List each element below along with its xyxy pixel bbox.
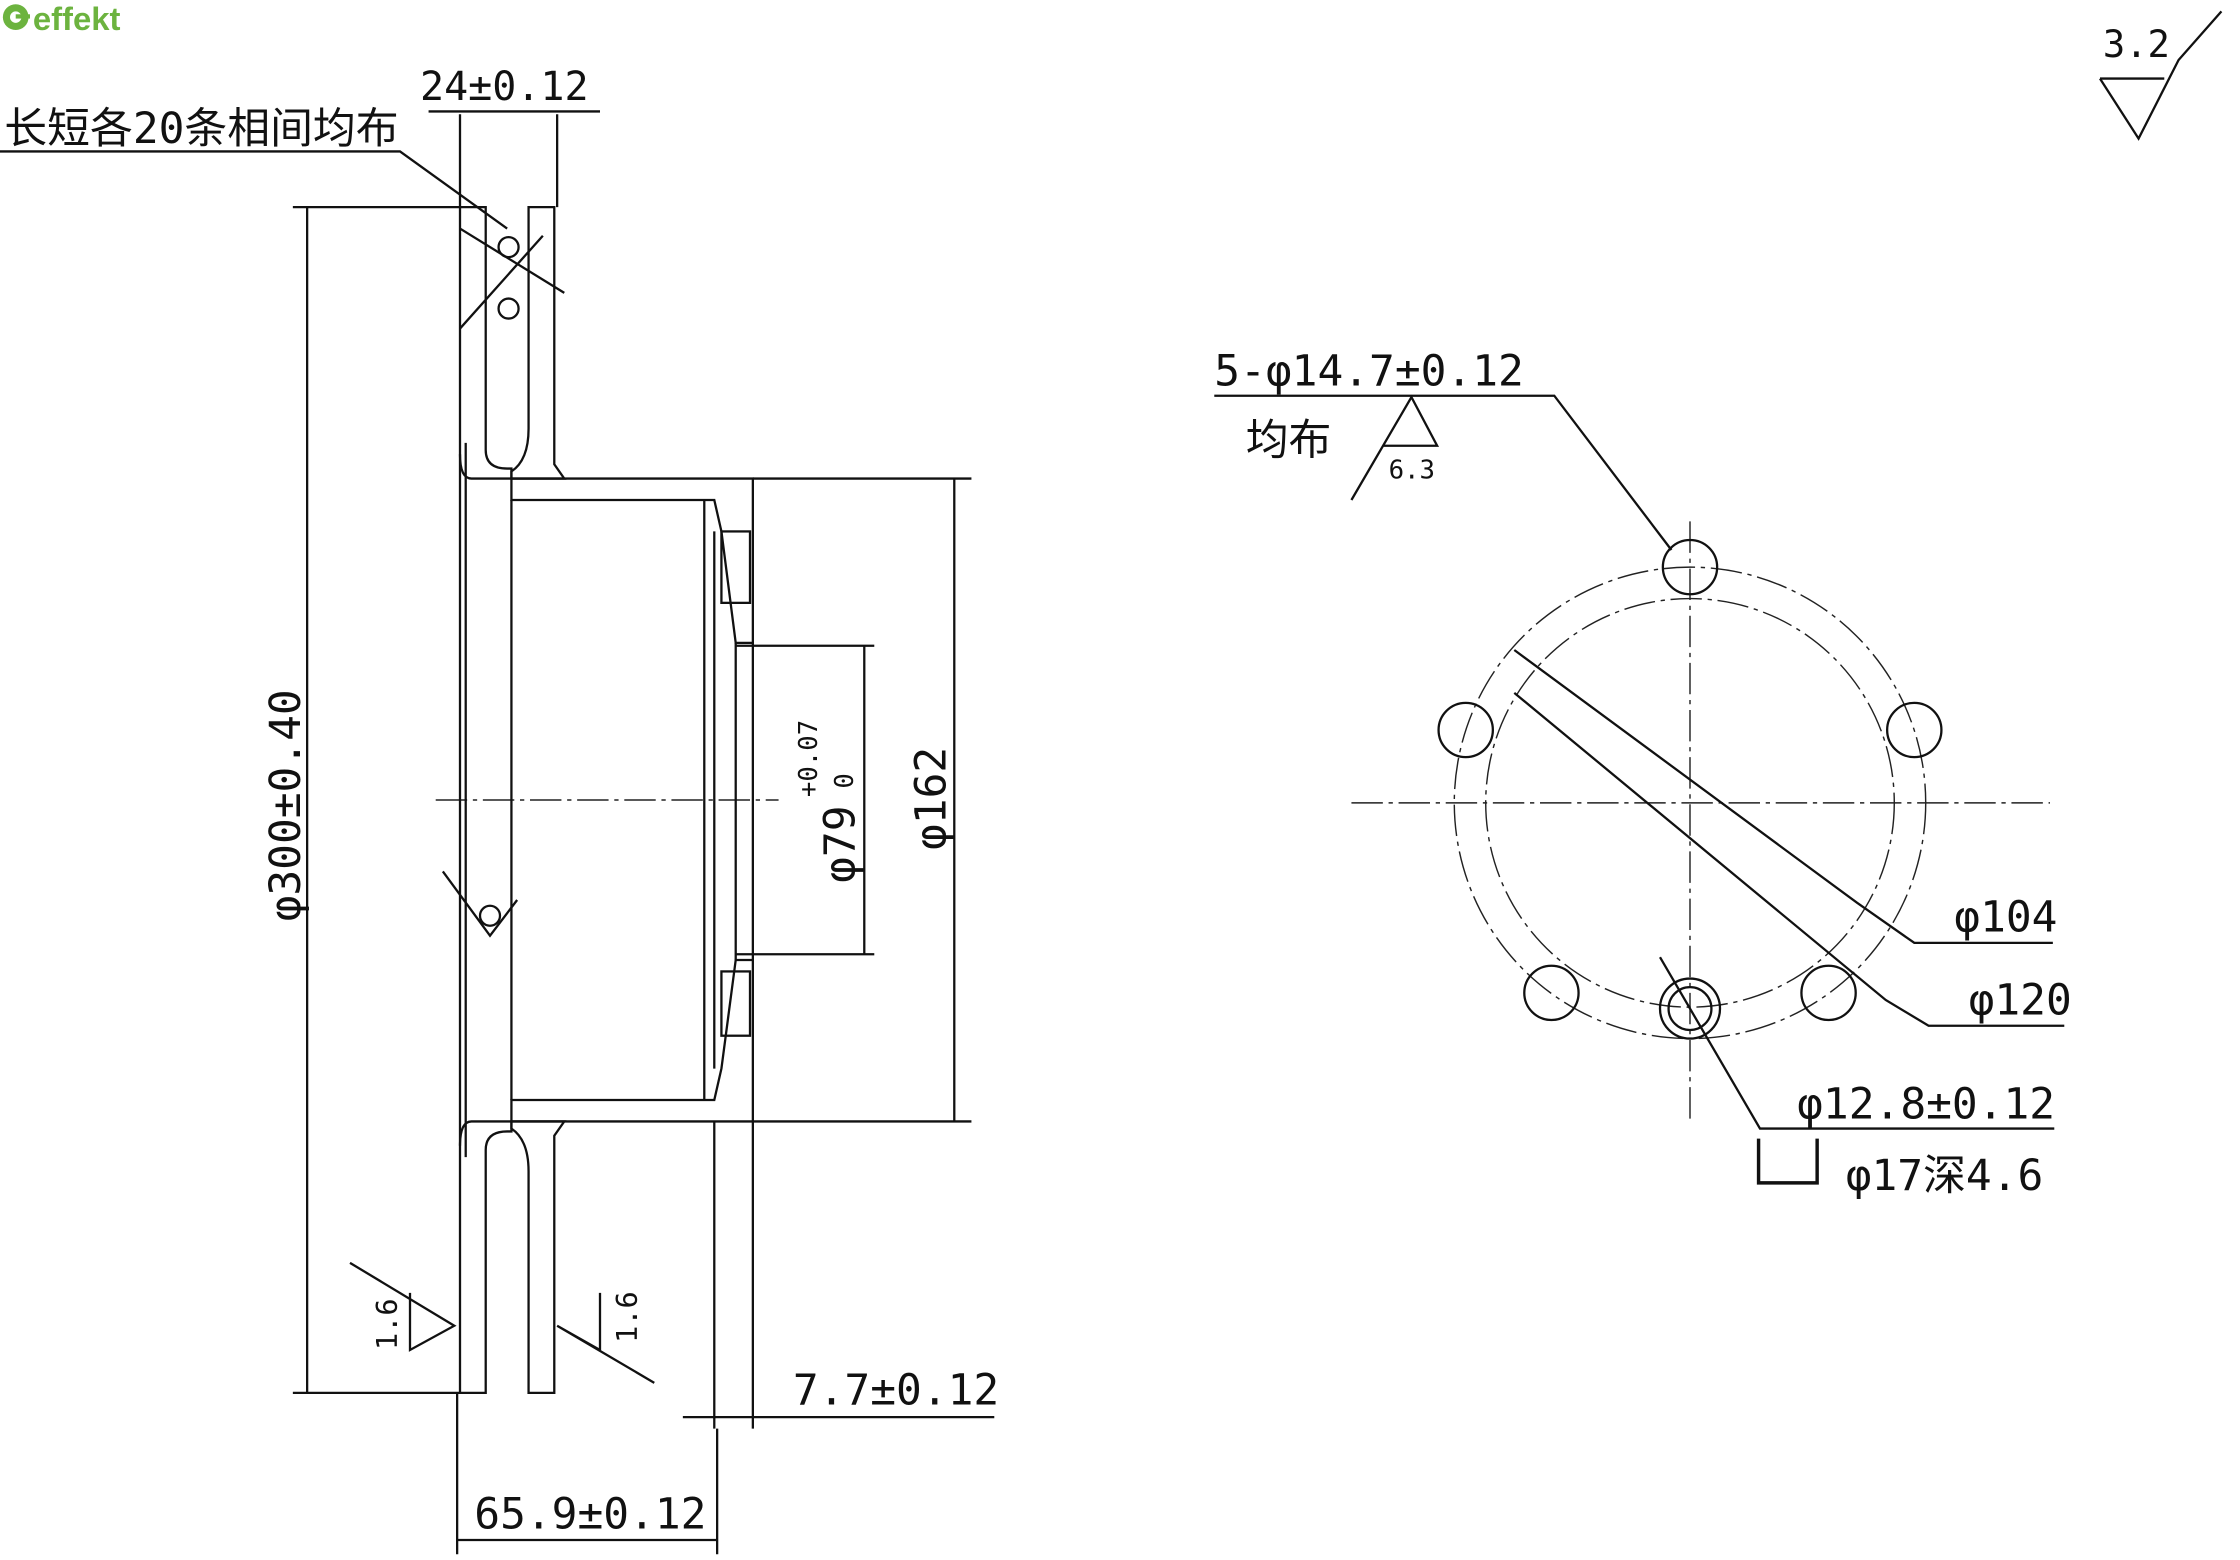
- thickness-dim: 24±0.12: [420, 64, 589, 110]
- bolt-hole: [1661, 538, 1719, 596]
- effekt-logo: effekt: [2, 0, 121, 37]
- outer-diameter-dim: φ300±0.40: [261, 689, 311, 921]
- roughness-value-global: 3.2: [2103, 23, 2170, 66]
- holes-dim: 5-φ14.7±0.12: [1214, 347, 1524, 397]
- bolt-hole: [1800, 964, 1857, 1022]
- roughness-left: 1.6: [370, 1298, 404, 1350]
- small-hole: [1667, 986, 1713, 1032]
- counterbore-symbol: [1756, 1138, 1819, 1185]
- flange-thickness-dim: 7.7±0.12: [793, 1365, 999, 1415]
- counterbore-hole: [1658, 977, 1722, 1040]
- small-hole-dim: φ12.8±0.12: [1797, 1080, 2055, 1130]
- front-view: 5-φ14.7±0.12 均布 6.3 φ104 φ120 φ12.8±0.12…: [1214, 347, 2072, 1201]
- pcd-outer-dim: φ120: [1969, 975, 2072, 1025]
- roughness-right: 1.6: [610, 1291, 644, 1343]
- bolt-hole: [1437, 701, 1494, 759]
- bolt-hole: [1886, 701, 1943, 759]
- bolt-hole: [1523, 964, 1580, 1022]
- bore-tol-lower: 0: [830, 773, 860, 788]
- offset-dim: 65.9±0.12: [474, 1490, 706, 1540]
- hat-diameter-dim: φ162: [907, 747, 957, 850]
- bore-tol-upper: +0.07: [794, 720, 824, 797]
- holes-note: 均布: [1246, 415, 1332, 465]
- rib-note: 长短各20条相间均布: [4, 104, 398, 154]
- pcd-inner-dim: φ104: [1954, 892, 2057, 942]
- bore-diameter-dim: φ79: [815, 805, 865, 882]
- bolt-holes: [1437, 538, 1943, 1040]
- counterbore-dim: φ17深4.6: [1846, 1151, 2044, 1201]
- logo-text: effekt: [33, 0, 121, 37]
- holes-roughness: 6.3: [1389, 456, 1435, 486]
- roughness-symbol-global: 3.2: [2099, 10, 2223, 141]
- section-view: 长短各20条相间均布 24±0.12 φ300±0.40 φ162 φ79 +0…: [0, 64, 999, 1555]
